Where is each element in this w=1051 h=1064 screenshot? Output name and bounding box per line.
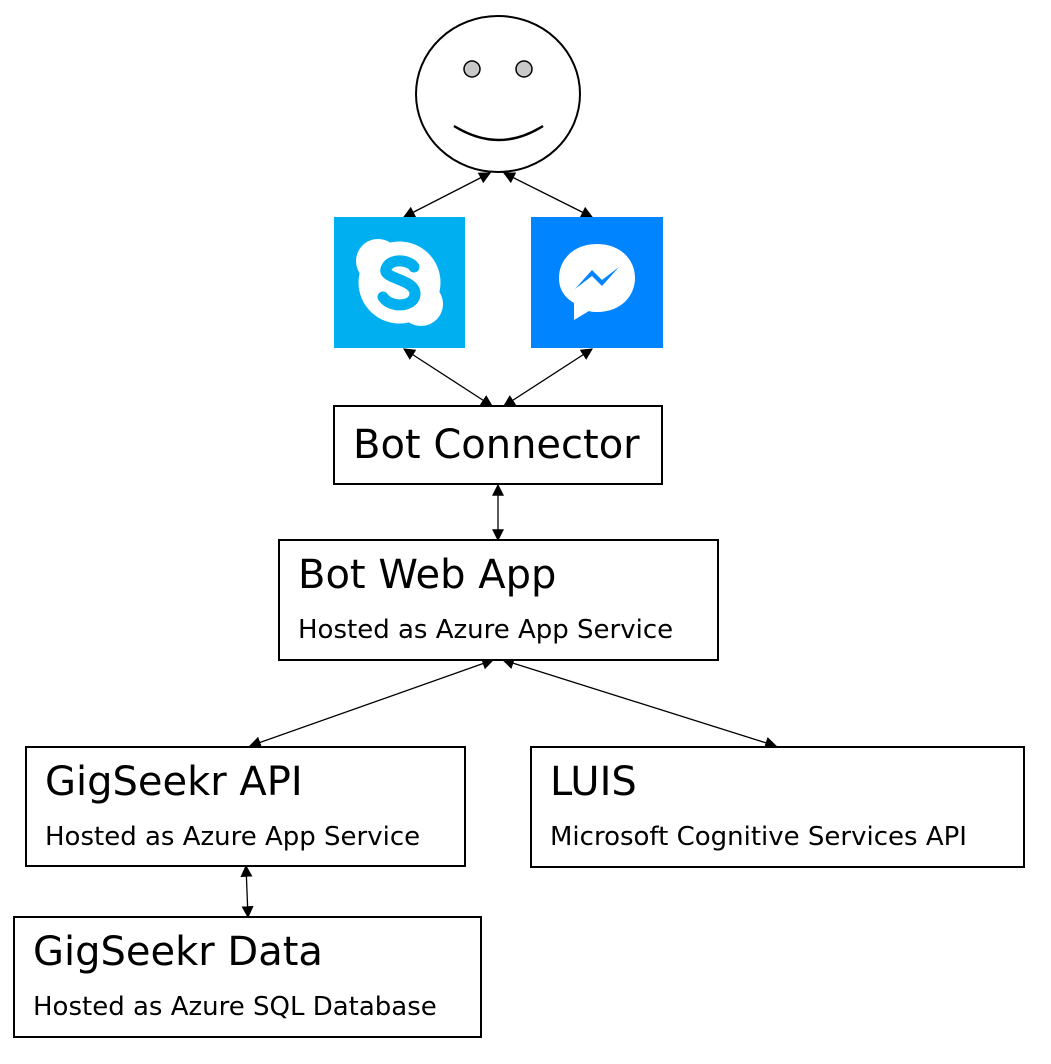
link-gigseekr-api-gigseekr-data <box>240 864 254 919</box>
gigseekr-data-title: GigSeekr Data <box>33 929 323 975</box>
link-user-messenger <box>502 172 594 218</box>
bot-connector-box: Bot Connector <box>333 405 663 485</box>
gigseekr-api-title: GigSeekr API <box>45 759 303 805</box>
smiley-face-user-icon <box>415 15 581 173</box>
bot-connector-title: Bot Connector <box>353 422 640 468</box>
link-messenger-bot-connector <box>502 348 594 407</box>
bot-web-app-title: Bot Web App <box>298 552 557 598</box>
right-eye-icon <box>515 60 533 78</box>
smile-icon <box>453 124 544 142</box>
link-skype-bot-connector <box>402 348 494 407</box>
gigseekr-data-subtitle: Hosted as Azure SQL Database <box>33 992 437 1022</box>
link-bot-web-app-luis <box>501 657 778 749</box>
bot-web-app-box: Bot Web App Hosted as Azure App Service <box>278 539 719 661</box>
luis-title: LUIS <box>550 759 637 805</box>
link-bot-web-app-gigseekr-api <box>248 657 495 749</box>
bot-web-app-subtitle: Hosted as Azure App Service <box>298 615 674 645</box>
luis-subtitle: Microsoft Cognitive Services API <box>550 822 967 852</box>
messenger-icon <box>531 217 663 348</box>
skype-icon <box>334 217 465 348</box>
left-eye-icon <box>463 60 481 78</box>
link-user-skype <box>402 172 492 218</box>
gigseekr-api-box: GigSeekr API Hosted as Azure App Service <box>25 746 466 867</box>
gigseekr-api-subtitle: Hosted as Azure App Service <box>45 822 421 852</box>
luis-box: LUIS Microsoft Cognitive Services API <box>530 746 1025 868</box>
gigseekr-data-box: GigSeekr Data Hosted as Azure SQL Databa… <box>13 916 482 1038</box>
